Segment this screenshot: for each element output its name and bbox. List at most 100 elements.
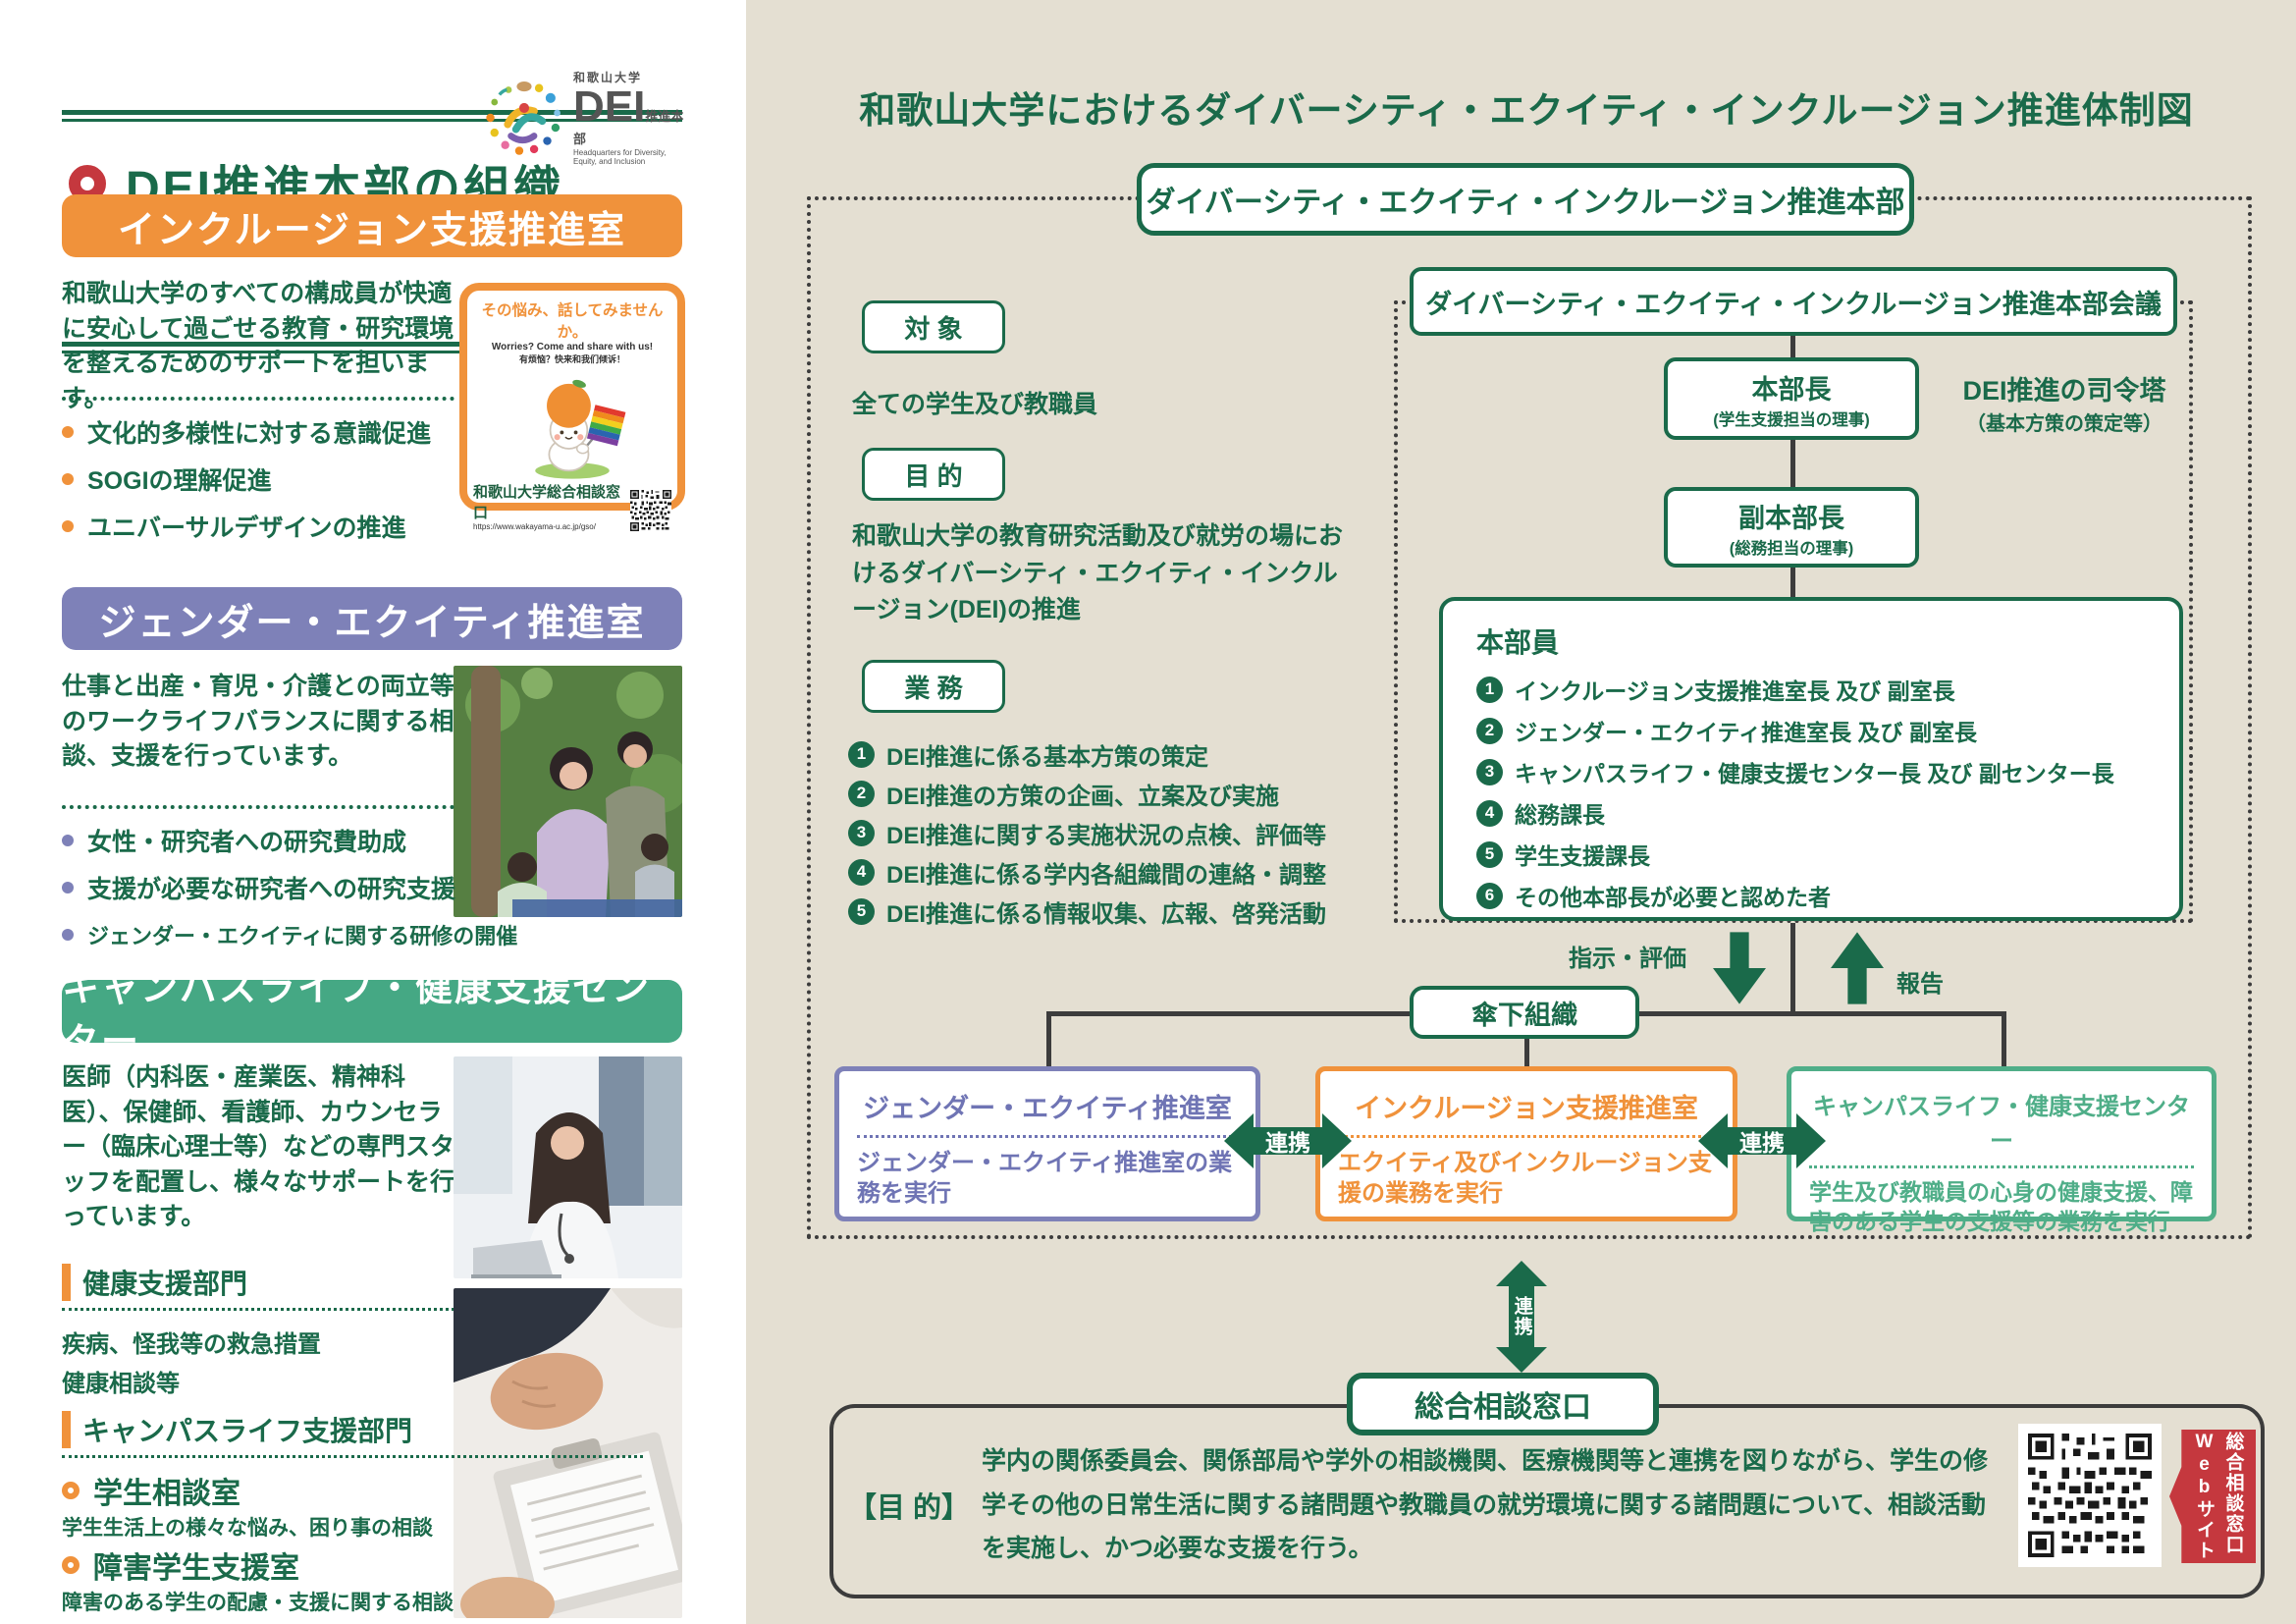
- connector: [2002, 1011, 2006, 1068]
- room-desc: 学生生活上の様々な悩み、困り事の相談: [62, 1517, 433, 1540]
- up-arrow-icon: [1831, 931, 1884, 1005]
- bullet-dot: [62, 473, 74, 485]
- card-catchcopy: その悩み、話してみませんか。: [481, 302, 664, 341]
- director-box: 本部長 (学生支援担当の理事): [1664, 357, 1919, 440]
- purpose-text: 和歌山大学の教育研究活動及び就労の場におけるダイバーシティ・エクイティ・インクル…: [852, 522, 1344, 623]
- chart-title: 和歌山大学におけるダイバーシティ・エクイティ・インクルージョン推進体制図: [859, 90, 2194, 131]
- target-label-box: 対 象: [862, 300, 1005, 353]
- council-box: ダイバーシティ・エクイティ・インクルージョン推進本部会議: [1410, 267, 2177, 336]
- campuslife-dept-heading: キャンパスライフ支援部門: [62, 1410, 412, 1449]
- dei-logo: 和歌山大学 DEI推進本部 Headquarters for Diversity…: [483, 69, 689, 166]
- gender-bullet: 女性・研究者への研究費助成: [62, 817, 517, 864]
- section-header-campus: キャンパスライフ・健康支援センター: [62, 968, 682, 1063]
- org-box-campus: キャンパスライフ・健康支援センター 学生及び教職員の心身の健康支援、障害のある学…: [1787, 1066, 2216, 1234]
- hq-box: ダイバーシティ・エクイティ・インクルージョン推進本部: [1137, 163, 1914, 236]
- connector: [1790, 923, 1795, 1013]
- orange-bar-icon: [62, 1411, 71, 1448]
- link-arrow-vertical: 連携: [1490, 1261, 1553, 1373]
- connector: [1790, 336, 1795, 359]
- inclusion-body: 和歌山大学のすべての構成員が快適に安心して過ごせる教育・研究環境を整えるためのサ…: [62, 280, 454, 412]
- card-english: Worries? Come and share with us!: [491, 342, 654, 352]
- gender-bullet: ジェンダー・エクイティに関する研修の開催: [62, 911, 517, 958]
- logo-acronym: DEI: [573, 82, 646, 131]
- link-arrow-horizontal: 連携: [1224, 1102, 1352, 1180]
- link-arrow-horizontal: 連携: [1698, 1102, 1826, 1180]
- gender-body: 仕事と出産・育児・介護との両立等のワークライフバランスに関する相談、支援を行って…: [62, 673, 454, 770]
- section-header-inclusion: インクルージョン支援推進室: [62, 194, 682, 257]
- room-name: 学生相談室: [62, 1469, 240, 1512]
- double-rule-bottom: [62, 342, 682, 353]
- section-header-gender-label: ジェンダー・エクイティ推進室: [98, 602, 646, 644]
- dotted-separator: [62, 1308, 643, 1311]
- dotted-divider: [1338, 1135, 1715, 1138]
- double-rule-top: [62, 110, 682, 122]
- card-url: https://www.wakayama-u.ac.jp/gso/: [473, 522, 596, 531]
- connector: [1790, 438, 1795, 487]
- room-name: 障害学生支援室: [62, 1543, 299, 1587]
- logo-university: 和歌山大学: [573, 71, 643, 84]
- section-header-inclusion-label: インクルージョン支援推進室: [117, 209, 627, 251]
- dotted-separator: [62, 1455, 643, 1458]
- bullet-dot: [62, 929, 74, 941]
- inclusion-bullet: SOGIの理解促進: [62, 456, 431, 503]
- counter-purpose-text: 学内の関係委員会、関係部局や学外の相談機関、医療機関等と連携を図りながら、学生の…: [982, 1447, 1989, 1562]
- bullet-dot: [62, 882, 74, 893]
- duties-label-box: 業 務: [862, 660, 1005, 713]
- family-photo: [454, 666, 682, 917]
- room-desc: 障害のある学生の配慮・支援に関する相談: [62, 1592, 454, 1614]
- left-column: DEI推進本部の組織: [0, 0, 746, 1624]
- members-title: 本部員: [1476, 627, 1560, 658]
- report-label: 報告: [1896, 971, 1944, 998]
- section-header-gender: ジェンダー・エクイティ推進室: [62, 587, 682, 650]
- purpose-label-box: 目 的: [862, 448, 1005, 501]
- org-box-inclusion: インクルージョン支援推進室 エクイティ及びインクルージョン支援の業務を実行: [1315, 1066, 1737, 1221]
- logo-tagline: Headquarters for Diversity, Equity, and …: [573, 148, 667, 166]
- section-header-campus-label: キャンパスライフ・健康支援センター: [62, 968, 652, 1063]
- orange-donut-icon: [62, 1556, 80, 1574]
- health-line: 疾病、怪我等の救急措置: [62, 1331, 321, 1358]
- counter-purpose-label: 【目 的】: [848, 1492, 971, 1524]
- dotted-divider: [857, 1135, 1238, 1138]
- gender-bullet: 支援が必要な研究者への研究支援: [62, 864, 517, 911]
- counseling-photo: [454, 1288, 682, 1618]
- dei-logo-mark-icon: [483, 77, 565, 159]
- umbrella-box: 傘下組織: [1410, 986, 1639, 1039]
- logo-unit: 推進本部: [573, 109, 684, 146]
- mascot-illustration: [473, 365, 671, 481]
- health-line: 健康相談等: [62, 1370, 180, 1397]
- connector: [1790, 566, 1795, 597]
- inclusion-bullet: 文化的多様性に対する意識促進: [62, 408, 431, 456]
- connector: [1524, 1011, 1529, 1068]
- connector: [1046, 1011, 1051, 1068]
- inclusion-bullet: ユニバーサルデザインの推進: [62, 503, 431, 550]
- org-box-gender: ジェンダー・エクイティ推進室 ジェンダー・エクイティ推進室の業務を実行: [834, 1066, 1260, 1221]
- dotted-separator: [62, 397, 454, 401]
- instruct-label: 指示・評価: [1569, 946, 1686, 972]
- down-arrow-icon: [1713, 931, 1766, 1005]
- counter-qr-code: [2018, 1424, 2162, 1567]
- dotted-divider: [1809, 1165, 2194, 1168]
- web-tab-label: 総合相談窓口 Webサイト: [2194, 1432, 2244, 1561]
- doctor-photo: [454, 1056, 682, 1278]
- dotted-separator: [62, 805, 454, 809]
- health-dept-heading: 健康支援部門: [62, 1263, 247, 1302]
- orange-bar-icon: [62, 1264, 71, 1301]
- bullet-dot: [62, 426, 74, 438]
- consultation-card: その悩み、話してみませんか。 Worries? Come and share w…: [459, 283, 685, 531]
- card-org-name: 和歌山大学総合相談窓口: [473, 484, 621, 521]
- org-chart-panel: 和歌山大学におけるダイバーシティ・エクイティ・インクルージョン推進体制図 ダイバ…: [746, 0, 2296, 1624]
- web-tab: 総合相談窓口 Webサイト: [2169, 1430, 2256, 1563]
- bullet-dot: [62, 835, 74, 846]
